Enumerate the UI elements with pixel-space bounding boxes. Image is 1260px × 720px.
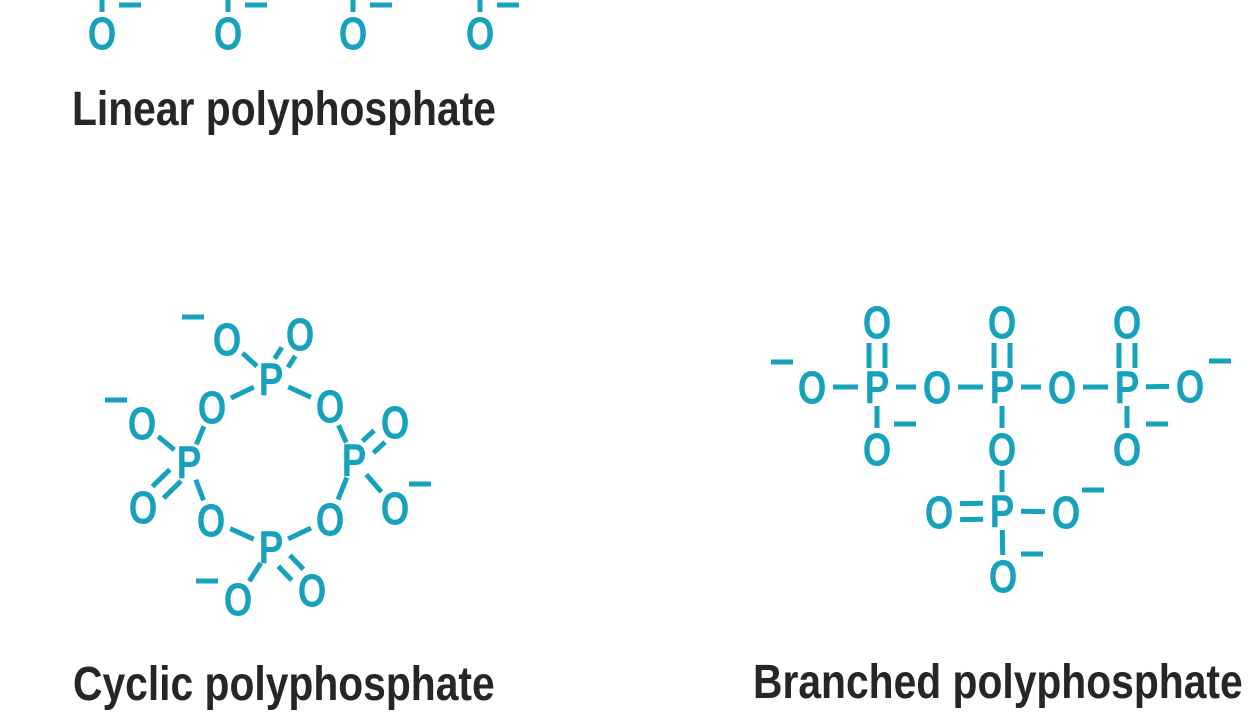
double-bond: [161, 479, 183, 500]
single-bond: [240, 351, 259, 369]
single-bond: [193, 478, 206, 502]
atom-o: O: [224, 573, 253, 625]
molecule-label-linear: Linear polyphosphate: [72, 83, 496, 136]
molecule-label-cyclic: Cyclic polyphosphate: [73, 658, 495, 711]
double-bond: [150, 467, 172, 489]
atom-o: O: [466, 7, 495, 59]
atom-p: P: [177, 436, 202, 488]
atom-p: P: [259, 353, 284, 405]
atom-o: O: [197, 494, 226, 546]
double-bond: [288, 553, 306, 572]
atom-o: O: [128, 397, 157, 449]
atom-p: P: [1115, 361, 1140, 413]
atom-o: O: [316, 380, 345, 432]
atom-o: O: [923, 361, 952, 413]
atom-o: O: [798, 361, 827, 413]
atom-p: P: [990, 485, 1015, 537]
single-bond: [229, 384, 255, 401]
double-bond: [276, 564, 294, 583]
atom-o: O: [1113, 423, 1142, 475]
atom-o: O: [1048, 361, 1077, 413]
atom-o: O: [925, 486, 954, 538]
atom-o: O: [381, 396, 410, 448]
single-bond: [287, 384, 312, 400]
double-bond: [272, 345, 285, 361]
atom-o: O: [339, 7, 368, 59]
atom-o: O: [988, 423, 1017, 475]
double-bond: [285, 354, 298, 369]
molecule-label-branched: Branched polyphosphate: [753, 656, 1243, 709]
atom-o: O: [863, 296, 892, 348]
double-bond: [371, 440, 387, 455]
double-bond: [360, 428, 376, 444]
atom-o: O: [298, 564, 327, 616]
single-bond: [335, 476, 350, 501]
atom-o: O: [213, 313, 242, 365]
atom-o: O: [863, 423, 892, 475]
single-bond: [287, 525, 313, 542]
atom-o: O: [988, 296, 1017, 348]
single-bond: [364, 472, 384, 494]
atom-o: O: [214, 7, 243, 59]
atom-o: O: [989, 550, 1018, 602]
atom-o: O: [316, 493, 345, 545]
single-bond: [247, 561, 263, 583]
atom-p: P: [342, 434, 367, 486]
atom-o: O: [1176, 360, 1205, 412]
single-bond: [229, 526, 255, 542]
single-bond: [156, 434, 176, 452]
atom-o: O: [1052, 486, 1081, 538]
single-bond: [336, 424, 349, 444]
atom-o: O: [381, 482, 410, 534]
atom-o: O: [88, 7, 117, 59]
atom-p: P: [990, 361, 1015, 413]
atom-o: O: [286, 308, 315, 360]
atom-o: O: [198, 381, 227, 433]
single-bond: [194, 425, 207, 446]
atom-p: P: [259, 521, 284, 573]
atom-o: O: [1113, 296, 1142, 348]
atom-o: O: [129, 481, 158, 533]
atom-p: P: [865, 361, 890, 413]
